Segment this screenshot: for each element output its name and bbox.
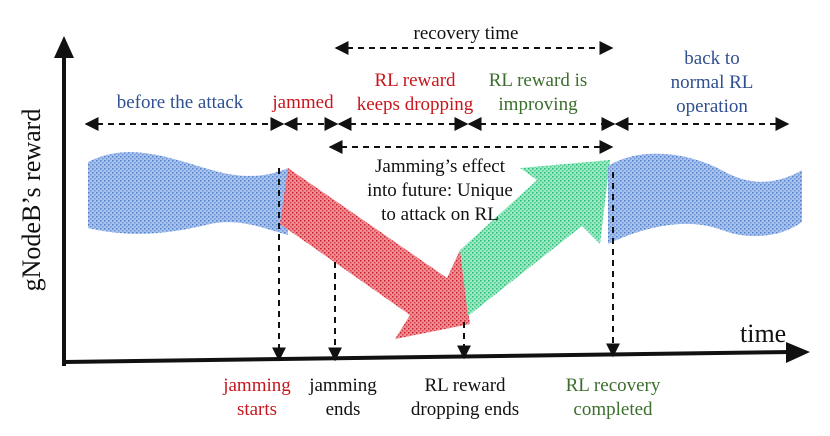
x-axis xyxy=(63,350,793,364)
dropping-ends-label-line2: dropping ends xyxy=(411,399,519,420)
reward-band-before-attack xyxy=(88,152,288,235)
jamming-ends-label-line2: ends xyxy=(326,399,361,420)
x-axis-arrowhead-icon xyxy=(786,342,810,363)
reward-recovery-arrow xyxy=(460,160,610,316)
back-normal-label-line1: back to xyxy=(684,48,739,69)
jamming-effect-annotation-line2: into future: Unique xyxy=(367,180,513,201)
rl-reward-improving-label-line1: RL reward is xyxy=(489,70,588,91)
jamming-effect-annotation-line3: to attack on RL xyxy=(381,204,499,225)
y-axis-arrowhead-icon xyxy=(54,36,74,58)
jamming-effect-annotation-line1: Jamming’s effect xyxy=(375,156,506,177)
rl-reward-dropping-label-line1: RL reward xyxy=(374,70,456,91)
recovery-completed-label-line1: RL recovery xyxy=(566,375,661,396)
back-normal-label-line2: normal RL xyxy=(671,72,754,93)
reward-drop-arrow xyxy=(280,168,470,339)
x-axis-label: time xyxy=(740,319,786,348)
rl-reward-dropping-label-line2: keeps dropping xyxy=(357,94,474,115)
back-normal-label-line3: operation xyxy=(676,96,748,117)
jamming-starts-label-line2: starts xyxy=(237,399,277,420)
jamming-ends-label-line1: jamming xyxy=(308,375,377,396)
y-axis-label: gNodeB’s reward xyxy=(17,109,46,292)
dropping-ends-label-line1: RL reward xyxy=(424,375,506,396)
rl-reward-improving-label-line2: improving xyxy=(498,94,578,115)
reward-band-normal-operation xyxy=(608,153,802,244)
before-attack-label: before the attack xyxy=(117,92,244,113)
recovery-completed-label-line2: completed xyxy=(573,399,653,420)
jammed-label: jammed xyxy=(271,92,334,113)
recovery-time-label: recovery time xyxy=(414,23,519,44)
jamming-starts-label-line1: jamming xyxy=(222,375,291,396)
